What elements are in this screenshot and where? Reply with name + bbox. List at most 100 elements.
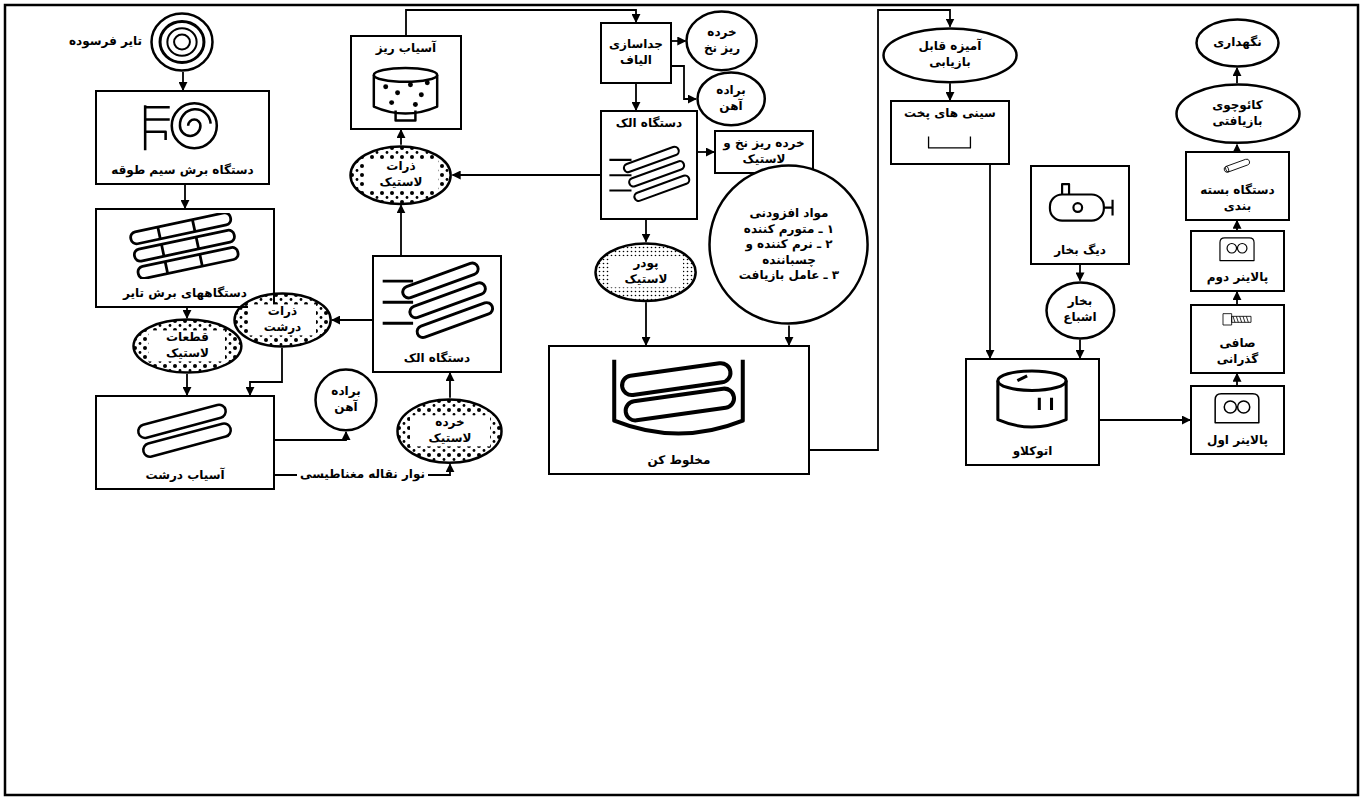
machine-box: دیگ بخار <box>1030 165 1130 265</box>
text-group: جداسازی الیاف <box>602 37 670 68</box>
flow-arrow <box>1236 145 1238 152</box>
machine-box: دستگاه الک <box>600 110 698 220</box>
text-group: دستگاه بسته بندی <box>1187 183 1288 214</box>
machine-box: اتوکلاو <box>965 358 1100 466</box>
tire-ring <box>167 28 196 55</box>
text-group: دستگاههای برش تایر <box>97 286 273 302</box>
node-label: نگهداری <box>1210 35 1264 51</box>
output-circle: براده آهن <box>314 368 378 432</box>
worn-tire: تایر فرسوده <box>150 12 214 72</box>
text-group: آسیاب درشت <box>97 468 273 484</box>
node-label: ۱ ـ متورم کننده <box>741 222 837 238</box>
material-ellipse: خرده لاستیک <box>396 398 503 464</box>
text-group: خرده ریز نخ <box>685 25 758 56</box>
product-ellipse: کائوچوی بازیافتی <box>1175 83 1301 144</box>
node-label: خرده ریز نخ و لاستیک <box>721 136 807 167</box>
flow-arrow <box>186 374 188 395</box>
ellipse-outline <box>1197 20 1279 67</box>
text-group: براده آهن <box>314 384 378 415</box>
flow-arrow <box>1079 265 1081 281</box>
ellipse-outline <box>1046 282 1114 338</box>
node-label: قطعات لاستیک <box>149 330 225 361</box>
node-label: دستگاه برش سیم طوقه <box>111 163 254 179</box>
ellipse-outline <box>316 370 377 431</box>
machine-icon <box>554 350 803 446</box>
text-group: قطعات لاستیک <box>132 330 243 361</box>
node-label: پالاینر اول <box>1207 433 1268 449</box>
ellipse-outline <box>234 293 330 346</box>
text-group: پالاینر اول <box>1192 433 1283 449</box>
flow-arrow <box>186 308 188 318</box>
node-label: دستگاههای برش تایر <box>123 286 247 302</box>
flow-arrow <box>645 220 647 242</box>
node-label: ۲ ـ نرم کننده و چسباننده <box>729 237 848 268</box>
flow-arrow <box>400 205 402 255</box>
material-ellipse: پودر لاستیک <box>594 242 697 303</box>
text-group: پودر لاستیک <box>594 256 697 287</box>
node-label: خرده لاستیک <box>410 415 490 446</box>
ellipse-outline <box>883 28 1016 82</box>
node-label: بخار اشباع <box>1055 294 1105 325</box>
flow-arrow <box>449 373 451 398</box>
machine-icon <box>971 363 1093 437</box>
flow-arrow <box>645 302 647 345</box>
node-label: کائوچوی بازیافتی <box>1192 98 1283 129</box>
flow-arrow <box>1236 374 1238 385</box>
flow-arrow <box>184 185 186 208</box>
machine-box: دستگاه الک <box>372 255 502 373</box>
ellipse-outline <box>697 73 764 126</box>
text-group: نگهداری <box>1195 35 1280 51</box>
machine-box: صافی گذرانی <box>1190 304 1285 373</box>
tire-ring <box>174 35 190 50</box>
flow-arrow <box>989 165 991 358</box>
machine-box: مخلوط کن <box>548 345 810 475</box>
flow-arrow <box>275 432 346 440</box>
node-label: آسیاب درشت <box>145 468 224 484</box>
node-label: پودر لاستیک <box>609 256 683 287</box>
text-group: براده آهن <box>696 83 766 114</box>
text-group: پالاینر دوم <box>1192 270 1283 286</box>
text-group: آمیزه قابل بازیابی <box>882 39 1018 70</box>
machine-icon <box>1196 390 1278 426</box>
flow-arrow <box>182 72 184 90</box>
ellipse-outline <box>134 319 242 372</box>
node-label: دیگ بخار <box>1054 243 1106 259</box>
text-group: بخار اشباع <box>1045 294 1116 325</box>
text-group: صافی گذرانی <box>1192 336 1283 367</box>
node-label: دستگاه الک <box>616 116 683 132</box>
ellipse-outline <box>351 146 451 204</box>
machine-box: پالاینر دوم <box>1190 230 1285 292</box>
machine-icon <box>896 127 1003 158</box>
machine-box: آسیاب ریز <box>350 35 462 130</box>
node-label: آسیاب ریز <box>376 41 436 57</box>
flow-arrow <box>1100 419 1190 421</box>
material-ellipse: آمیزه قابل بازیابی <box>882 27 1018 84</box>
text-group: دستگاه الک <box>602 116 696 132</box>
machine-icon <box>1036 170 1123 236</box>
flow-arrow <box>250 348 282 395</box>
flow-arrow <box>672 66 696 99</box>
text-group: خرده لاستیک <box>396 415 503 446</box>
flow-arrow <box>949 83 951 100</box>
machine-box: پالاینر اول <box>1190 385 1285 455</box>
output-circle: براده آهن <box>696 71 766 127</box>
machine-icon <box>1191 156 1283 176</box>
process-box: جداسازی الیاف <box>600 22 672 84</box>
material-ellipse: ذرات لاستیک <box>349 145 452 206</box>
output-circle: خرده ریز نخ <box>685 10 758 72</box>
flow-arrow <box>1236 221 1238 230</box>
node-label: آمیزه قابل بازیابی <box>903 39 997 70</box>
machine-box: آسیاب درشت <box>95 395 275 490</box>
node-label: براده آهن <box>322 384 369 415</box>
output-box: خرده ریز نخ و لاستیک <box>714 130 814 174</box>
text-group: مخلوط کن <box>550 453 808 469</box>
text-group: خرده ریز نخ و لاستیک <box>716 136 812 167</box>
ellipse-outline <box>1176 85 1299 143</box>
node-label: دستگاه الک <box>404 351 471 367</box>
node-label: خرده ریز نخ <box>695 25 748 56</box>
flow-arrow <box>788 326 790 345</box>
flow-arrow <box>672 40 685 42</box>
text-group: ذرات لاستیک <box>349 159 452 190</box>
node-label: ذرات درشت <box>248 304 316 335</box>
